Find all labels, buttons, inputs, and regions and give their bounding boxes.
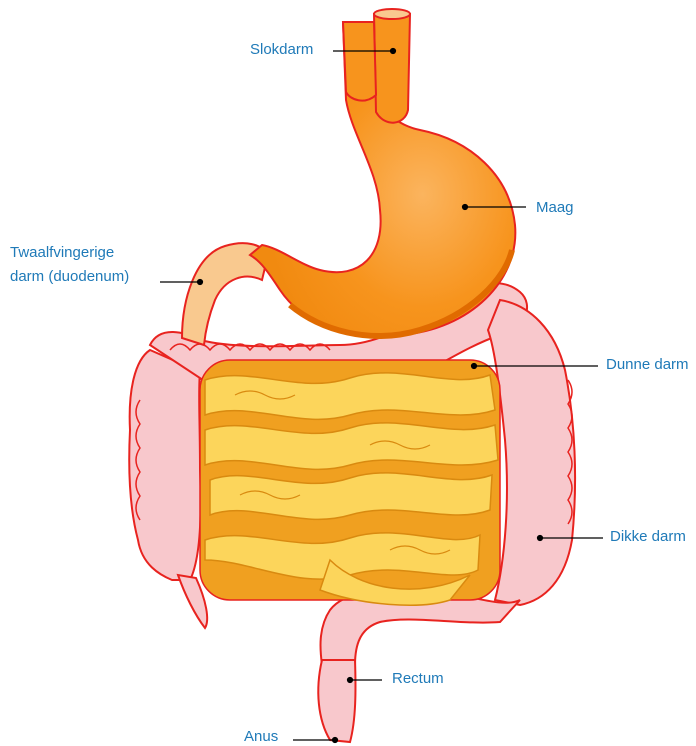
label-rectum: Rectum bbox=[392, 670, 444, 688]
label-duodenum-line1: Twaalfvingerige bbox=[10, 241, 129, 265]
rectum bbox=[318, 660, 355, 742]
small-intestine bbox=[200, 360, 500, 605]
ascending-colon bbox=[129, 350, 200, 580]
label-anus: Anus bbox=[244, 728, 278, 746]
label-slokdarm: Slokdarm bbox=[250, 41, 313, 59]
label-dunne-darm: Dunne darm bbox=[606, 356, 689, 374]
label-duodenum: Twaalfvingerige darm (duodenum) bbox=[10, 241, 129, 289]
descending-colon bbox=[488, 300, 575, 605]
label-duodenum-line2: darm (duodenum) bbox=[10, 265, 129, 289]
label-dikke-darm: Dikke darm bbox=[610, 528, 686, 546]
label-maag: Maag bbox=[536, 199, 574, 217]
